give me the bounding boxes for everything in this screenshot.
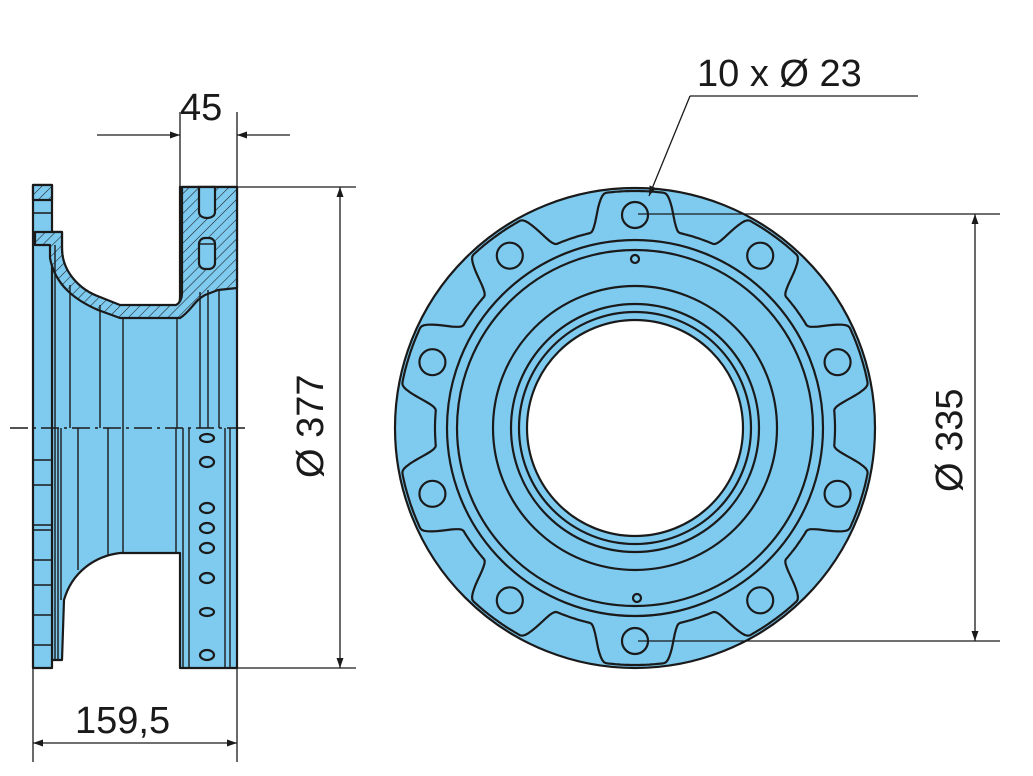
bolt-hole — [418, 479, 447, 508]
side-dimensions: 45 Ø 377 159,5 — [32, 87, 356, 762]
bolt-hole — [620, 200, 650, 230]
flange-section-hatch — [31, 183, 54, 202]
body-contour-lines — [33, 212, 231, 668]
hub-ring-inner — [491, 284, 779, 572]
vent-slot — [197, 185, 217, 220]
bolt-hole — [823, 348, 852, 377]
bolt-holes — [418, 200, 852, 656]
hub-wall-section-hatch — [33, 185, 239, 320]
overall-width-label: 159,5 — [75, 700, 170, 742]
vent-hole — [197, 236, 217, 271]
front-dimensions: 10 x Ø 23 Ø 335 — [638, 53, 1000, 642]
side-section-view — [10, 183, 250, 670]
bolt-circle-label: Ø 335 — [929, 388, 971, 492]
center-bore — [525, 318, 745, 538]
bolt-hole — [746, 586, 775, 615]
hub-ring — [455, 248, 815, 608]
hub-width-label: 45 — [180, 87, 222, 129]
pin-hole — [631, 592, 643, 604]
disc-diameter-label: Ø 377 — [290, 374, 332, 478]
bolt-hole — [495, 586, 524, 615]
bolt-hole — [495, 241, 524, 270]
pin-hole — [629, 253, 641, 265]
hub-ring-outer — [445, 238, 825, 618]
bolt-hole — [746, 241, 775, 270]
bolt-hole — [418, 348, 447, 377]
bolt-hole-label: 10 x Ø 23 — [697, 53, 862, 95]
vent-openings — [198, 432, 216, 662]
bolt-hole — [823, 479, 852, 508]
bearing-seat-inner — [517, 310, 753, 546]
front-view — [393, 186, 877, 670]
bearing-seat — [509, 302, 761, 554]
